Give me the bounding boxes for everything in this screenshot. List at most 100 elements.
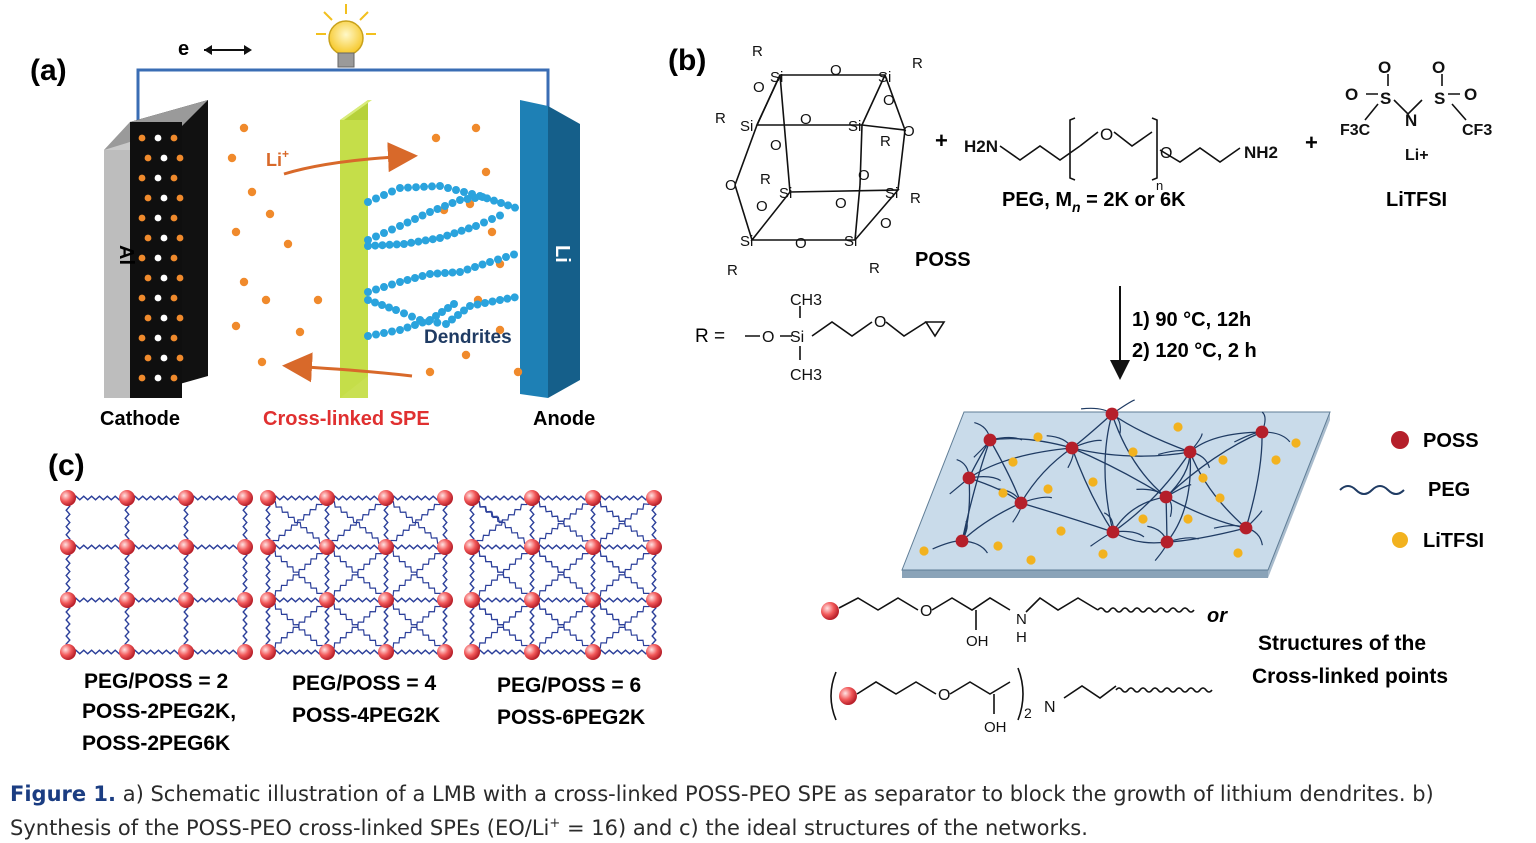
grid-diagonal-link	[532, 497, 594, 549]
dendrite-bead	[388, 280, 396, 289]
dendrite-bead	[407, 238, 416, 247]
svg-text:Si: Si	[790, 329, 804, 346]
poss-sphere	[237, 644, 253, 660]
svg-text:OH: OH	[966, 633, 989, 650]
dendrite-bead	[420, 182, 428, 191]
network-sheet	[901, 399, 1331, 578]
svg-text:O: O	[903, 123, 915, 140]
poss-node	[955, 534, 969, 548]
cathode-dot	[170, 334, 178, 342]
dendrite-bead	[371, 298, 379, 307]
dendrite-bead	[380, 283, 388, 291]
peg-chain	[1020, 502, 1114, 533]
dendrite-bead	[380, 329, 388, 337]
dendrite-bead	[463, 195, 472, 203]
dendrite-bead	[432, 312, 440, 320]
dendrite-bead	[488, 215, 496, 223]
li-ion-dot	[471, 123, 481, 133]
dendrite-bead	[418, 272, 427, 280]
step-1: 1) 90 °C, 12h	[1132, 309, 1251, 331]
network-label-1: PEG/POSS = 2 POSS-2PEG2K, POSS-2PEG6K	[82, 670, 236, 755]
svg-text:2: 2	[1024, 705, 1032, 721]
dendrite-bead	[502, 253, 510, 261]
poss-node	[1255, 425, 1269, 439]
panel-b-label: (b)	[668, 44, 706, 77]
svg-text:O: O	[753, 79, 765, 96]
grid-link	[124, 497, 130, 548]
poss-sphere	[237, 592, 253, 608]
dendrites-label: Dendrites	[424, 327, 512, 348]
svg-text:Si: Si	[848, 118, 861, 135]
dendrite-bead	[412, 183, 420, 192]
svg-text:CF3: CF3	[1462, 122, 1492, 139]
grid-link	[471, 649, 533, 655]
dendrite-bead	[454, 311, 462, 319]
grid-link	[469, 497, 475, 548]
legend-poss-marker	[1391, 431, 1409, 449]
grid-link	[242, 546, 248, 601]
cathode-dot	[144, 194, 152, 202]
plus-1: +	[935, 128, 948, 153]
cathode-dot	[160, 234, 168, 242]
panel-a: (a) e Al	[30, 4, 595, 430]
litfsi-dot	[1056, 526, 1066, 536]
grid-diagonal-link	[532, 599, 594, 654]
dendrite-bead	[426, 270, 434, 278]
dendrite-bead	[400, 240, 408, 248]
dendrite-bead	[403, 276, 412, 284]
litfsi-dot	[1291, 438, 1301, 448]
svg-text:O: O	[858, 167, 870, 184]
litfsi-dot	[919, 546, 929, 556]
grid-link	[592, 597, 655, 603]
svg-text:O: O	[756, 198, 768, 215]
poss-sphere	[524, 490, 540, 506]
network-1-name-1: POSS-2PEG2K,	[82, 700, 236, 723]
structures-title-1: Structures of the	[1258, 632, 1426, 655]
dendrite-bead	[396, 278, 404, 286]
grid-link	[124, 599, 130, 653]
grid-diagonal-link	[593, 546, 655, 602]
grid-link	[651, 599, 657, 653]
grid-diagonal-link	[472, 546, 533, 602]
grid-link	[592, 649, 655, 655]
svg-text:O: O	[938, 687, 950, 704]
cathode-dot	[154, 254, 162, 262]
svg-text:R: R	[869, 260, 880, 277]
dendrite-bead	[448, 315, 456, 324]
dendrite-bead	[378, 301, 386, 309]
grid-link	[471, 495, 533, 501]
dendrite-bead	[497, 199, 505, 207]
grid-link	[383, 599, 389, 653]
grid-link	[67, 649, 128, 655]
litfsi-label: LiTFSI	[1386, 189, 1447, 211]
grid-link	[265, 599, 271, 653]
dendrite-bead	[372, 330, 380, 339]
li-ion-dot	[227, 153, 237, 163]
cathode-dot	[144, 354, 152, 362]
poss-sphere	[378, 539, 394, 555]
dendrite-bead	[392, 306, 400, 314]
dendrite-bead	[372, 194, 380, 203]
dendrite-bead	[411, 274, 419, 282]
dendrite-bead	[385, 240, 394, 249]
grid-link	[529, 599, 535, 653]
grid-diagonal-link	[384, 497, 446, 547]
svg-text:O: O	[880, 215, 892, 232]
cathode-dot	[144, 234, 152, 242]
ion-label: Li+	[266, 147, 289, 170]
svg-text:R: R	[912, 55, 923, 72]
svg-text:O: O	[1464, 85, 1477, 104]
svg-text:H: H	[1016, 629, 1027, 646]
grid-link	[442, 497, 448, 548]
grid-link	[385, 544, 446, 550]
grid-link	[326, 597, 387, 603]
dendrite-bead	[450, 229, 459, 238]
poss-sphere	[319, 490, 335, 506]
poss-node	[1160, 535, 1174, 549]
li-ion-dot	[283, 239, 293, 249]
poss-sphere	[464, 644, 480, 660]
cathode-dot	[176, 234, 184, 242]
panel-c: (c) PEG/POSS = 2 POSS-2PEG2K, POSS-2PEG6…	[48, 449, 662, 755]
litfsi-structure: O O O S S O N F3C CF3 Li+	[1340, 58, 1492, 164]
dendrite-bead	[433, 269, 442, 278]
